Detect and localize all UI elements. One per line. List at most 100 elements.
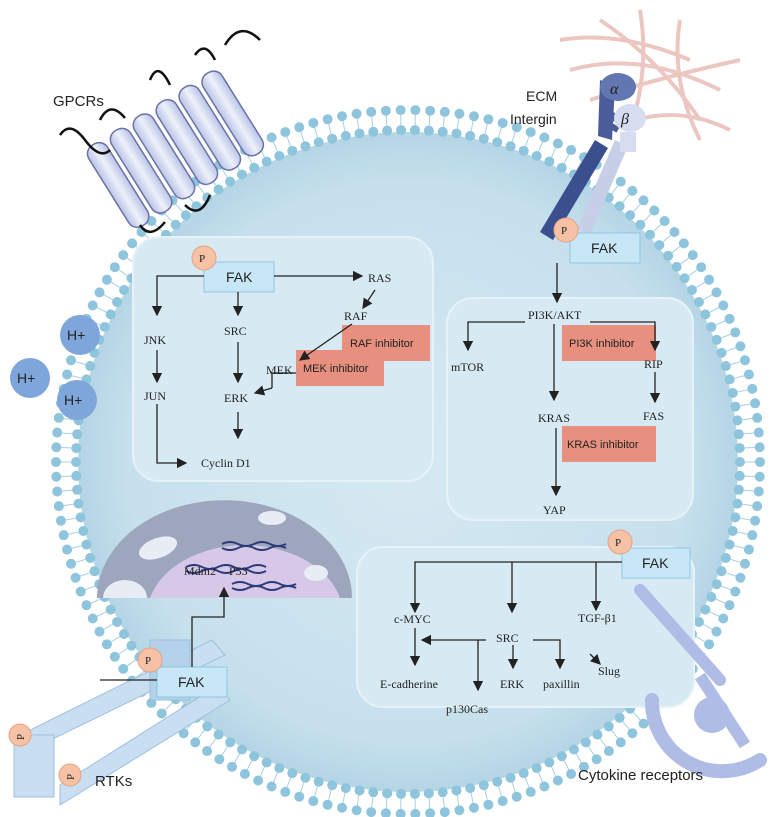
p130-label: p130Cas xyxy=(446,702,488,716)
membrane-lipid-head xyxy=(544,156,555,167)
arrows-right xyxy=(462,263,661,497)
membrane-lipid-tail xyxy=(342,121,346,132)
membrane-lipid-tail xyxy=(68,531,79,535)
membrane-lipid-head xyxy=(313,137,324,148)
membrane-lipid-head xyxy=(552,775,563,786)
paxillin-label: paxillin xyxy=(543,677,580,691)
membrane-lipid-tail xyxy=(730,361,741,366)
mek-inhibitor-box xyxy=(296,350,384,386)
membrane-lipid-head xyxy=(71,457,81,467)
membrane-lipid-head xyxy=(747,383,758,394)
membrane-lipid-head xyxy=(614,712,625,723)
membrane-lipid-tail xyxy=(551,766,557,777)
membrane-lipid-head xyxy=(249,751,260,762)
membrane-lipid-tail xyxy=(498,127,502,138)
membrane-lipid-head xyxy=(724,600,735,611)
membrane-lipid-tail xyxy=(726,572,736,577)
membrane-lipid-tail xyxy=(740,403,751,407)
membrane-lipid-head xyxy=(308,796,319,807)
membrane-lipid-head xyxy=(112,297,123,308)
membrane-lipid-head xyxy=(75,586,86,597)
membrane-lipid-head xyxy=(237,744,247,755)
membrane-lipid-head xyxy=(730,401,741,412)
membrane-lipid-head xyxy=(249,162,260,173)
membrane-lipid-head xyxy=(753,486,764,497)
membrane-lipid-head xyxy=(266,132,277,143)
membrane-lipid-tail xyxy=(273,141,278,152)
membrane-lipid-head xyxy=(711,334,722,345)
membrane-lipid-head xyxy=(190,737,201,748)
membrane-lipid-tail xyxy=(428,798,431,809)
membrane-lipid-tail xyxy=(442,116,445,127)
membrane-lipid-tail xyxy=(703,294,713,301)
integrin-receptor xyxy=(540,73,646,240)
membrane-lipid-head xyxy=(382,788,393,799)
membrane-lipid-head xyxy=(454,805,465,816)
membrane-lipid-head xyxy=(638,718,649,729)
membrane-lipid-tail xyxy=(65,517,76,521)
membrane-lipid-head xyxy=(237,169,247,180)
membrane-lipid-head xyxy=(704,639,715,650)
membrane-lipid-head xyxy=(213,729,224,740)
membrane-lipid-head xyxy=(112,616,123,627)
membrane-lipid-tail xyxy=(356,795,360,806)
membrane-lipid-head xyxy=(225,737,236,748)
membrane-lipid-head xyxy=(105,604,116,615)
membrane-lipid-head xyxy=(645,229,656,240)
membrane-lipid-head xyxy=(423,788,434,799)
membrane-lipid-head xyxy=(410,808,421,817)
membrane-lipid-head xyxy=(73,498,84,509)
membrane-lipid-head xyxy=(66,558,77,569)
membrane-lipid-tail xyxy=(721,585,731,591)
membrane-lipid-head xyxy=(380,808,391,817)
membrane-lipid-tail xyxy=(75,558,86,563)
membrane-lipid-head xyxy=(423,125,434,136)
membrane-lipid-head xyxy=(118,250,129,261)
membrane-lipid-tail xyxy=(730,558,741,563)
membrane-lipid-head xyxy=(663,250,674,261)
p-label-3: P xyxy=(615,537,621,549)
membrane-lipid-head xyxy=(109,651,120,662)
mek-label: MEK xyxy=(266,363,293,377)
membrane-lipid-head xyxy=(638,195,649,206)
membrane-lipid-tail xyxy=(175,203,183,212)
membrane-lipid-head xyxy=(706,321,717,332)
membrane-lipid-head xyxy=(439,807,450,817)
membrane-lipid-tail xyxy=(622,721,630,730)
p-label-5: P xyxy=(15,734,27,740)
membrane-lipid-tail xyxy=(75,361,86,366)
membrane-lipid-head xyxy=(716,347,727,358)
membrane-lipid-head xyxy=(354,128,365,139)
fak-label-2: FAK xyxy=(591,240,618,256)
membrane-lipid-head xyxy=(180,210,191,221)
membrane-lipid-head xyxy=(72,429,83,440)
membrane-lipid-tail xyxy=(164,702,173,711)
membrane-lipid-head xyxy=(280,786,291,797)
membrane-lipid-head xyxy=(280,127,291,138)
membrane-lipid-head xyxy=(351,805,362,816)
membrane-lipid-tail xyxy=(103,294,113,301)
membrane-lipid-head xyxy=(300,772,311,783)
membrane-lipid-head xyxy=(101,639,112,650)
membrane-lipid-head xyxy=(52,427,63,438)
membrane-lipid-tail xyxy=(371,116,374,127)
membrane-lipid-head xyxy=(62,544,73,555)
membrane-lipid-head xyxy=(525,127,536,138)
membrane-lipid-tail xyxy=(80,572,90,577)
membrane-lipid-head xyxy=(735,572,746,583)
membrane-lipid-head xyxy=(87,300,98,311)
fak-label-4: FAK xyxy=(178,674,205,690)
p-label-6: P xyxy=(65,774,77,780)
src-label: SRC xyxy=(224,324,247,338)
membrane-lipid-tail xyxy=(498,786,502,797)
membrane-lipid-head xyxy=(94,287,105,298)
cyclin-label: Cyclin D1 xyxy=(201,456,251,470)
membrane-lipid-head xyxy=(615,176,626,187)
membrane-lipid-tail xyxy=(209,738,217,748)
membrane-lipid-tail xyxy=(470,121,474,132)
membrane-lipid-tail xyxy=(300,782,305,793)
membrane-lipid-tail xyxy=(259,766,265,777)
intergin-label: Intergin xyxy=(510,111,557,127)
membrane-lipid-tail xyxy=(246,154,253,164)
membrane-lipid-head xyxy=(127,238,138,249)
